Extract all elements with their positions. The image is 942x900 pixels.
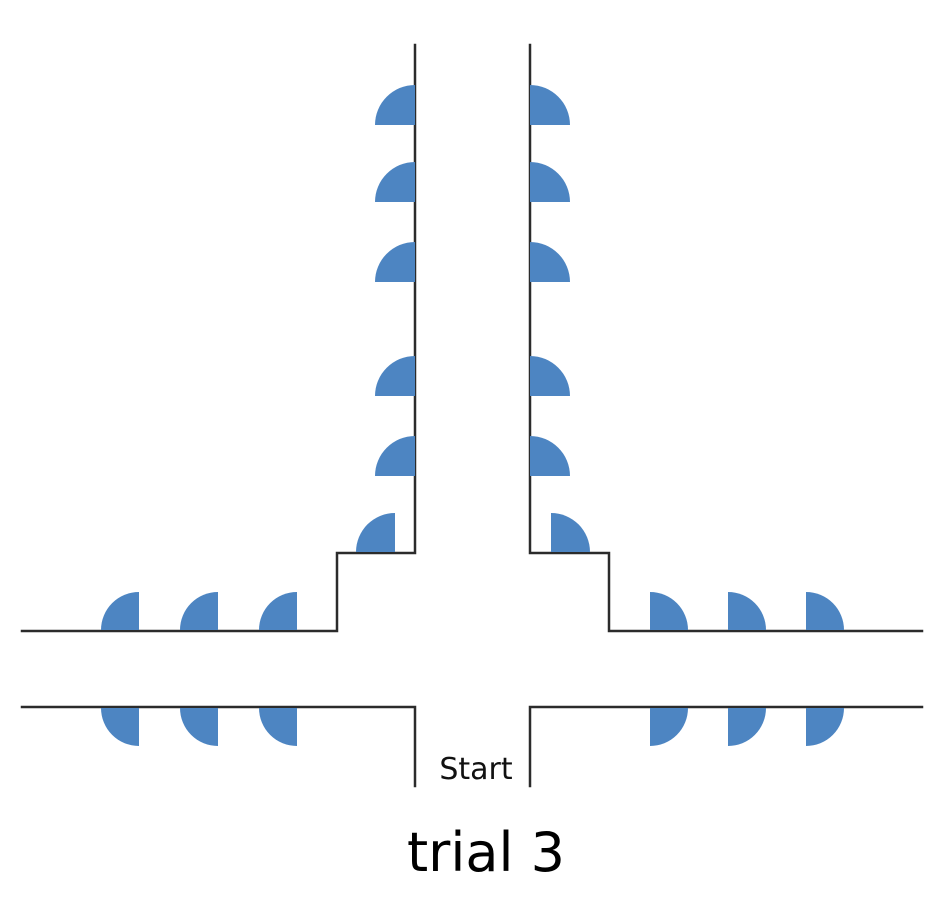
start-label: Start <box>439 752 513 787</box>
door-marker <box>650 592 688 630</box>
door-marker <box>375 242 415 282</box>
door-marker <box>551 513 590 552</box>
door-marker <box>101 708 139 746</box>
trial-label: trial 3 <box>407 821 565 884</box>
door-marker <box>180 592 218 630</box>
door-marker <box>101 592 139 630</box>
door-marker <box>259 708 297 746</box>
door-marker <box>806 592 844 630</box>
door-marker <box>530 436 570 476</box>
door-marker <box>530 356 570 396</box>
left-lower-wall <box>20 705 417 788</box>
door-marker <box>530 85 570 125</box>
door-marker <box>375 436 415 476</box>
door-marker <box>375 162 415 202</box>
door-marker <box>259 592 297 630</box>
door-marker <box>530 242 570 282</box>
door-marker <box>180 708 218 746</box>
door-marker <box>728 708 766 746</box>
door-marker <box>375 85 415 125</box>
door-marker <box>650 708 688 746</box>
door-marker <box>530 162 570 202</box>
door-marker <box>356 513 395 552</box>
door-marker <box>728 592 766 630</box>
left-upper-wall <box>20 43 417 633</box>
right-lower-wall <box>528 705 924 788</box>
door-marker <box>375 356 415 396</box>
door-marker <box>806 708 844 746</box>
